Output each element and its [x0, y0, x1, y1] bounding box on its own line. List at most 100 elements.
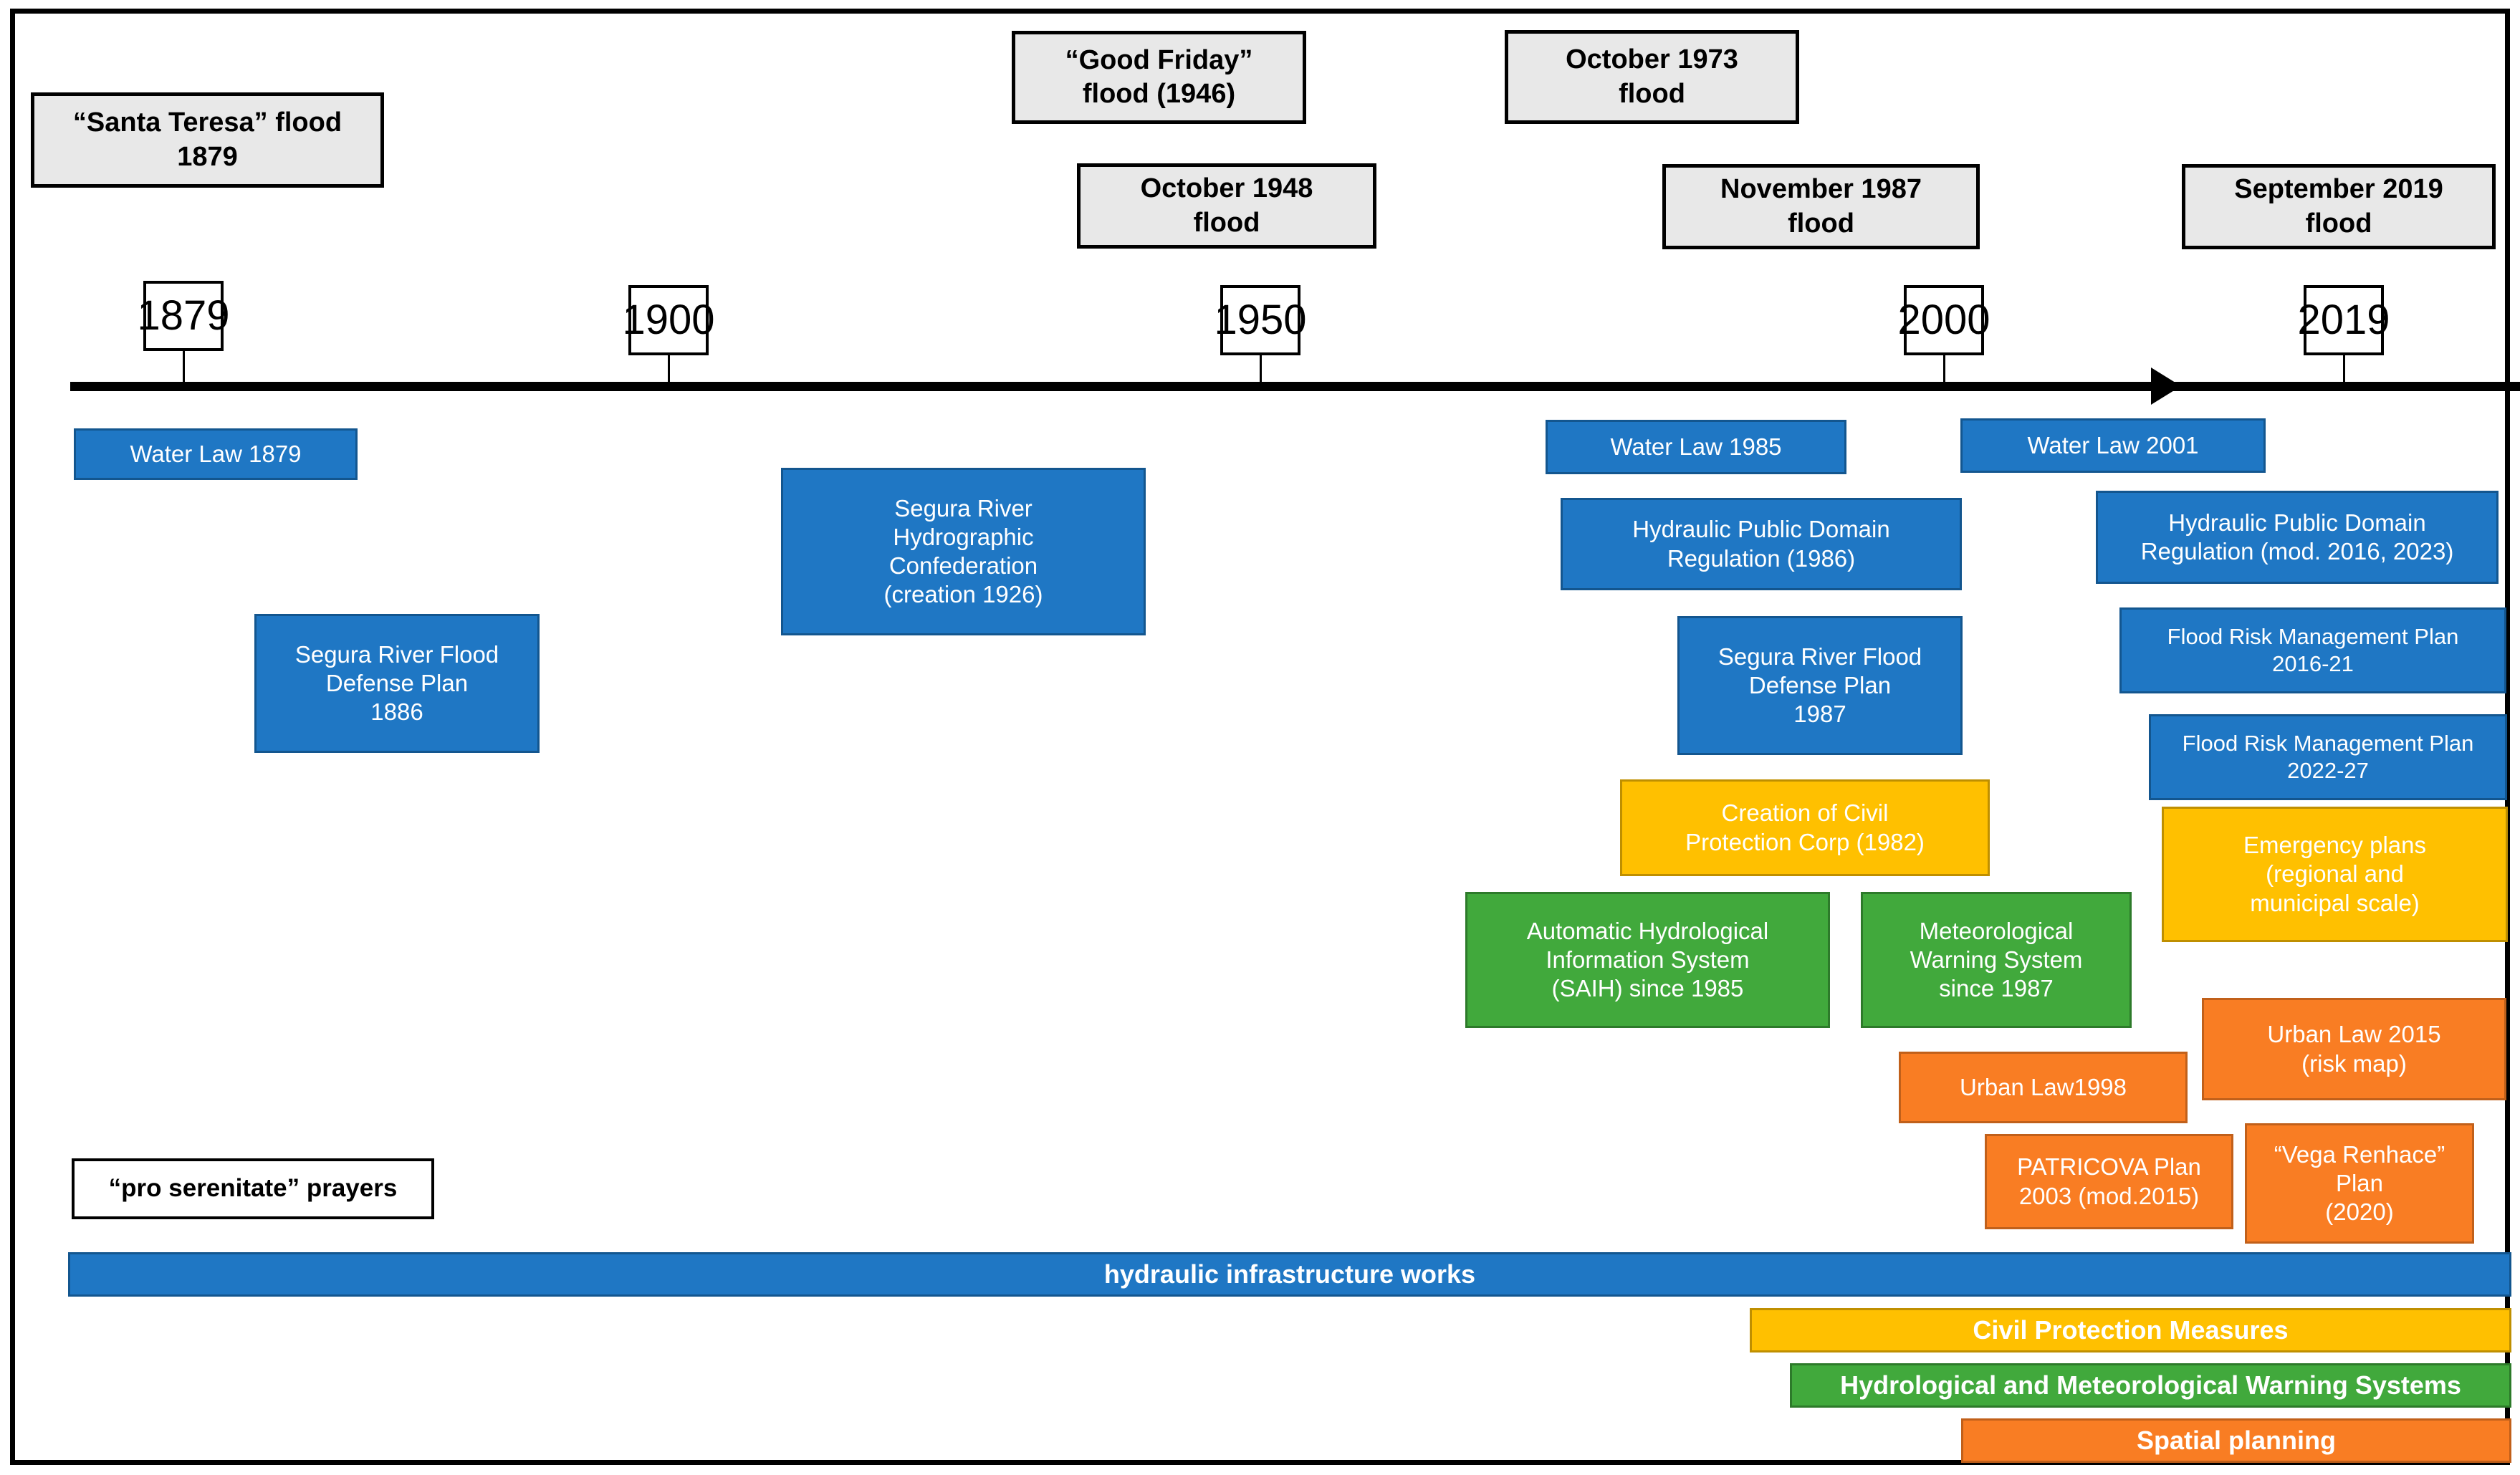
axis-tick-1950: 1950: [1214, 285, 1307, 355]
measure-emergency-plans: Emergency plans (regional and municipal …: [2162, 807, 2508, 942]
measure-line: (regional and: [2266, 860, 2404, 888]
measure-line: 1987: [1793, 701, 1846, 728]
measure-urban-law-2015: Urban Law 2015 (risk map): [2202, 998, 2506, 1100]
flood-event-line1: “Santa Teresa” flood: [72, 107, 342, 138]
flood-event-line2: flood: [2305, 208, 2372, 239]
axis-tick-stem-1950: [1260, 355, 1262, 383]
measure-hpdr-1986: Hydraulic Public Domain Regulation (1986…: [1561, 498, 1962, 590]
measure-confederation-1926: Segura River Hydrographic Confederation …: [781, 468, 1146, 635]
measure-line: Urban Law1998: [1960, 1073, 2127, 1100]
flood-event-line1: September 2019: [2234, 174, 2443, 204]
measure-line: Flood Risk Management Plan: [2167, 624, 2459, 650]
axis-tick-stem-2000: [1943, 355, 1945, 383]
measure-line: Segura River: [894, 494, 1033, 522]
flood-event-line2: flood (1946): [1082, 79, 1236, 109]
measure-line: 2016-21: [2272, 651, 2354, 676]
summary-bar-spatial-planning: Spatial planning: [1961, 1418, 2511, 1463]
measure-water-law-2001: Water Law 2001: [1960, 418, 2266, 473]
axis-tick-stem-1879: [183, 351, 185, 383]
measure-line: Regulation (1986): [1667, 544, 1856, 572]
measure-line: Creation of Civil: [1721, 799, 1889, 827]
flood-event-september-2019: September 2019 flood: [2182, 164, 2496, 249]
measure-line: 2022-27: [2287, 758, 2369, 783]
axis-tick-2000: 2000: [1897, 285, 1990, 355]
measure-segura-defense-1987: Segura River Flood Defense Plan 1987: [1677, 616, 1963, 755]
measure-line: (SAIH) since 1985: [1551, 975, 1744, 1002]
measure-water-law-1879: Water Law 1879: [74, 428, 358, 480]
flood-event-november-1987: November 1987 flood: [1662, 164, 1980, 249]
measure-frmp-2022-27: Flood Risk Management Plan 2022-27: [2149, 714, 2507, 800]
measure-line: Regulation (mod. 2016, 2023): [2140, 538, 2454, 564]
measure-pro-serenitate-prayers: “pro serenitate” prayers: [72, 1158, 434, 1219]
measure-line: Flood Risk Management Plan: [2182, 731, 2474, 756]
axis-tick-label: 1950: [1214, 297, 1307, 343]
axis-tick-label: 1900: [622, 297, 715, 343]
flood-event-line2: flood: [1788, 208, 1854, 239]
flood-event-line2: 1879: [177, 141, 238, 172]
measure-line: Confederation: [888, 552, 1038, 579]
flood-event-line1: October 1973: [1566, 44, 1738, 75]
diagram-frame: [10, 9, 2510, 1465]
measure-line: 2003 (mod.2015): [2018, 1182, 2200, 1209]
flood-event-santa-teresa-1879: “Santa Teresa” flood 1879: [31, 92, 384, 188]
axis-tick-1900: 1900: [622, 285, 715, 355]
summary-bar-label: Hydrological and Meteorological Warning …: [1840, 1370, 2461, 1400]
axis-tick-label: 2000: [1897, 297, 1990, 343]
measure-line: Water Law 1879: [130, 440, 302, 467]
measure-line: (risk map): [2301, 1049, 2407, 1077]
measure-urban-law-1998: Urban Law1998: [1899, 1052, 2188, 1123]
axis-tick-1879: 1879: [137, 281, 230, 351]
measure-line: Defense Plan: [1748, 671, 1892, 698]
measure-line: Segura River Flood: [294, 640, 499, 668]
measure-water-law-1985: Water Law 1985: [1546, 420, 1846, 474]
measure-line: since 1987: [1939, 975, 2054, 1002]
measure-line: “pro serenitate” prayers: [108, 1174, 398, 1203]
measure-frmp-2016-21: Flood Risk Management Plan 2016-21: [2119, 607, 2506, 693]
measure-hpdr-mod: Hydraulic Public Domain Regulation (mod.…: [2096, 491, 2499, 584]
summary-bar-hydro-meteo-warning-systems: Hydrological and Meteorological Warning …: [1790, 1363, 2511, 1408]
measure-line: Hydraulic Public Domain: [2168, 509, 2426, 536]
flood-event-line2: flood: [1193, 207, 1260, 238]
measure-line: Hydraulic Public Domain: [1632, 516, 1890, 543]
timeline-axis-line: [70, 382, 2520, 391]
measure-line: PATRICOVA Plan: [2017, 1153, 2201, 1181]
measure-line: Urban Law 2015: [2267, 1021, 2441, 1048]
measure-line: Plan: [2335, 1169, 2384, 1196]
measure-line: (creation 1926): [883, 581, 1043, 608]
measure-vega-renhace-2020: “Vega Renhace” Plan (2020): [2245, 1123, 2474, 1244]
summary-bar-civil-protection-measures: Civil Protection Measures: [1750, 1308, 2511, 1353]
flood-event-line2: flood: [1619, 78, 1685, 109]
measure-line: Water Law 2001: [2027, 431, 2199, 458]
measure-saih-1985: Automatic Hydrological Information Syste…: [1465, 892, 1830, 1028]
summary-bar-label: hydraulic infrastructure works: [1103, 1259, 1476, 1289]
measure-line: Emergency plans: [2243, 832, 2426, 859]
summary-bar-label: Civil Protection Measures: [1973, 1315, 2289, 1345]
measure-line: Hydrographic: [893, 523, 1034, 550]
flood-event-good-friday-1946: “Good Friday” flood (1946): [1012, 31, 1306, 124]
axis-tick-2019: 2019: [2297, 285, 2390, 355]
summary-bar-hydraulic-infrastructure-works: hydraulic infrastructure works: [68, 1252, 2511, 1297]
flood-event-line1: “Good Friday”: [1065, 44, 1253, 75]
flood-event-line1: October 1948: [1140, 173, 1313, 203]
axis-tick-stem-2019: [2343, 355, 2345, 383]
axis-tick-label: 1879: [137, 292, 230, 339]
measure-line: Segura River Flood: [1717, 643, 1922, 670]
measure-line: (2020): [2325, 1198, 2394, 1226]
flood-event-line1: November 1987: [1720, 174, 1922, 204]
flood-event-october-1973: October 1973 flood: [1505, 30, 1799, 124]
summary-bar-label: Spatial planning: [2136, 1426, 2336, 1455]
measure-line: Water Law 1985: [1610, 433, 1782, 460]
measure-line: Meteorological: [1919, 917, 2074, 944]
timeline-axis-arrowhead: [2151, 367, 2181, 405]
flood-event-october-1948: October 1948 flood: [1077, 163, 1376, 249]
measure-line: Warning System: [1910, 946, 2083, 973]
measure-line: Protection Corp (1982): [1685, 828, 1925, 855]
measure-line: Defense Plan: [325, 669, 469, 696]
measure-line: Information System: [1546, 946, 1750, 973]
axis-tick-stem-1900: [668, 355, 670, 383]
measure-line: “Vega Renhace”: [2274, 1140, 2445, 1168]
measure-segura-defense-1886: Segura River Flood Defense Plan 1886: [254, 614, 540, 753]
measure-patricova-2003: PATRICOVA Plan 2003 (mod.2015): [1985, 1134, 2233, 1229]
axis-tick-label: 2019: [2297, 297, 2390, 343]
measure-line: 1886: [370, 698, 423, 726]
